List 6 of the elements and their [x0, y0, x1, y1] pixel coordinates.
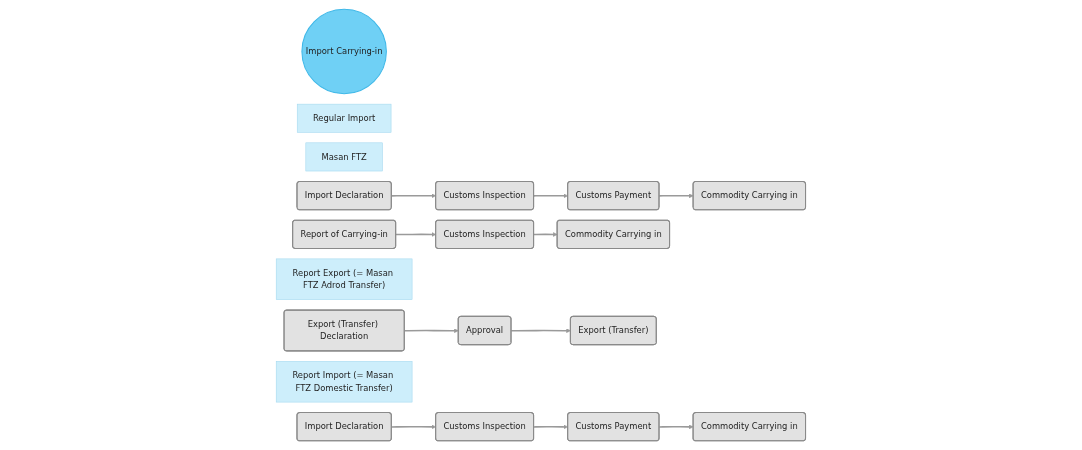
node-box: Masan FTZ — [305, 142, 383, 172]
node-box: Report Export (= Masan FTZ Adrod Transfer) — [276, 258, 413, 300]
node-box: Regular Import — [297, 103, 392, 133]
node-circle: Import Carrying-in — [301, 8, 388, 95]
node-box: Report Import (= Masan FTZ Domestic Transfer) — [276, 361, 413, 403]
arrow — [533, 232, 558, 237]
